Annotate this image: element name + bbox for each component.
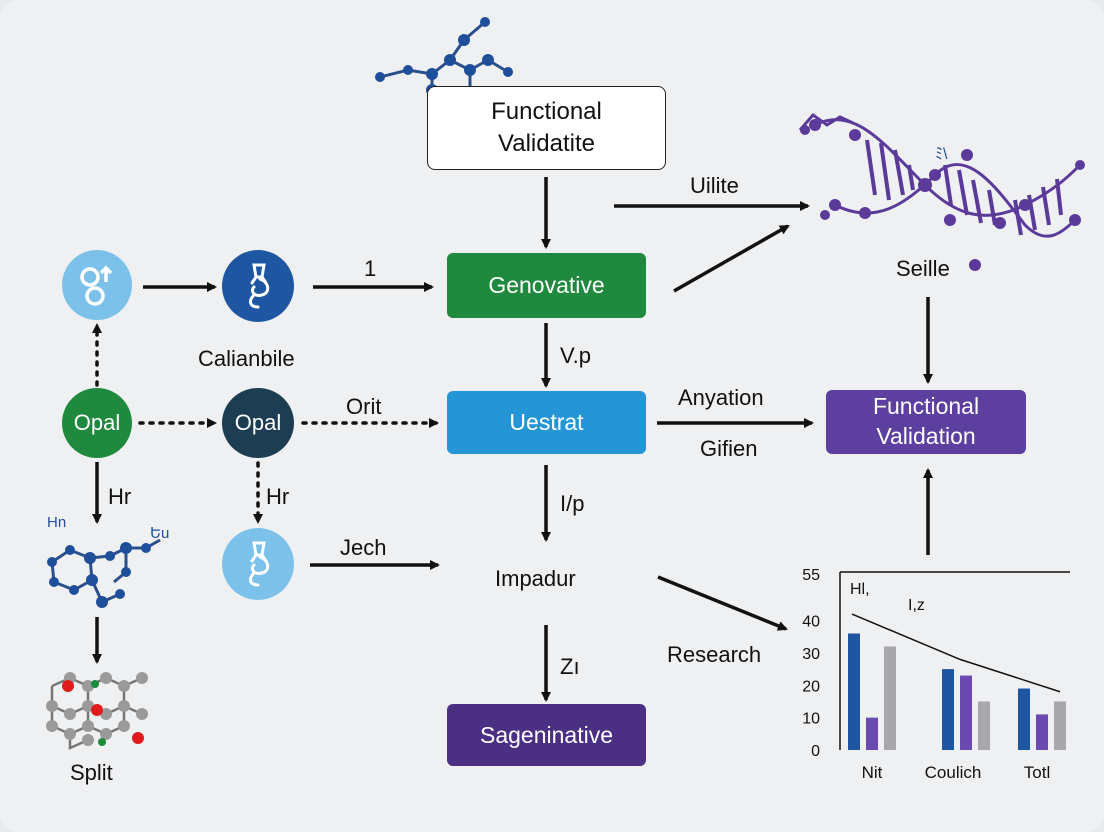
chart-bar (884, 646, 896, 750)
dna-icon (798, 112, 1085, 271)
genovative-label: Genovative (488, 272, 605, 298)
dna-mark-label: ﾐ\ (935, 146, 948, 163)
uestrat-label: Uestrat (509, 409, 584, 435)
chart-ytick-label: 20 (802, 678, 820, 695)
opal-green-circle: Opal (62, 388, 132, 458)
microscope-circle-top (222, 250, 294, 322)
chart-trend-line (851, 613, 1061, 693)
chart-ytick-label: 10 (802, 711, 820, 728)
microscope-icon (249, 263, 270, 309)
chart-ytick-label: 55 (802, 567, 820, 584)
hr-mid-label: Hr (266, 484, 290, 509)
calianbile-label: Calianbile (198, 346, 295, 371)
chart-legend-label: Hl, (850, 581, 870, 598)
chart-category-label: Nit (862, 763, 883, 782)
one-label: 1 (364, 256, 377, 281)
sageninative-label: Sageninative (480, 721, 613, 748)
bu-label: Եu (150, 525, 170, 542)
chart-bar (1054, 701, 1066, 750)
opal-dark-label: Opal (234, 410, 282, 435)
chart-category-label: Coulich (925, 763, 982, 782)
gender-symbol-icon (80, 265, 113, 306)
ip-label: I/p (560, 491, 585, 516)
lattice-icon (46, 672, 148, 750)
opal-green-label: Opal (73, 410, 121, 435)
chart-bar (1036, 714, 1048, 750)
chart-ytick-label: 0 (811, 743, 820, 760)
microscope-circle-bottom (222, 528, 294, 600)
chart-ytick-label: 30 (802, 646, 820, 663)
molecule-icon (375, 17, 513, 105)
jech-label: Jech (340, 535, 387, 560)
chart-bar (1018, 688, 1030, 750)
vp-label: V.p (560, 343, 592, 368)
hn-label: Hn (47, 514, 67, 531)
chart-bar (942, 669, 954, 750)
functional-validation-label: Functional Validation (872, 393, 980, 449)
research-label: Research (667, 642, 762, 667)
chart-category-label: Totl (1024, 763, 1050, 782)
sageninative-box: Sageninative (447, 704, 646, 766)
anyation-label: Anyation (678, 385, 764, 410)
hr-left-label: Hr (108, 484, 132, 509)
arrow-impadur-to-chart (657, 575, 788, 631)
arrow-genovative-to-dna (673, 224, 790, 293)
genovative-box: Genovative (447, 253, 646, 318)
microscope-icon (249, 541, 270, 587)
functional-validation-box: Functional Validation (826, 390, 1026, 454)
chart-bar (960, 675, 972, 750)
uilite-label: Uilite (690, 173, 739, 198)
zi-label: Zı (560, 654, 580, 679)
functional-validatite-label: Functional Validatite (491, 97, 602, 157)
gifien-label: Gifien (700, 436, 758, 461)
chart-legend-label: I,z (908, 597, 925, 614)
seille-label: Seille (896, 256, 950, 281)
functional-validatite-box: Functional Validatite (427, 86, 666, 170)
symbol-circle (62, 250, 132, 320)
chart-bar (848, 633, 860, 750)
chart-bar (978, 701, 990, 750)
impadur-label: Impadur (495, 566, 576, 591)
orit-label: Orit (346, 394, 382, 419)
uestrat-box: Uestrat (447, 391, 646, 454)
molecule-icon (47, 538, 161, 608)
chart-bar (866, 717, 878, 750)
chart-ytick-label: 40 (802, 614, 820, 631)
opal-dark-circle: Opal (222, 388, 294, 458)
split-label: Split (70, 760, 113, 785)
